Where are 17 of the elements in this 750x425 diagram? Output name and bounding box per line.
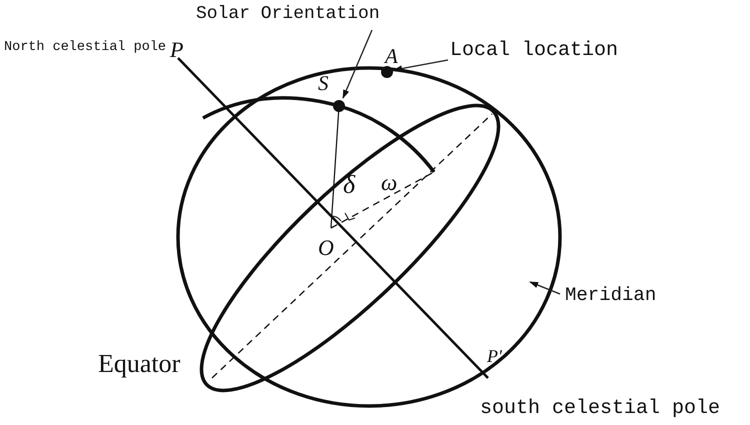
point-label: S — [318, 72, 328, 96]
annotation-text: North celestial pole — [4, 41, 166, 56]
point-label: P' — [487, 347, 502, 367]
callout-text: Solar Orientation — [196, 5, 380, 25]
point-label: P — [170, 38, 184, 62]
point-marker — [333, 100, 345, 112]
leader-arrow — [342, 30, 373, 99]
point-label: ω — [381, 170, 398, 196]
leader-arrow — [529, 281, 560, 295]
point-marker — [381, 66, 393, 78]
point-label: δ — [343, 171, 356, 200]
callout-text: Meridian — [565, 285, 656, 306]
annotation-text: Equator — [98, 350, 180, 379]
callout-text: Local location — [450, 40, 618, 62]
point-label: O — [318, 236, 334, 260]
annotation-text: south celestial pole — [480, 398, 720, 420]
point-label: A — [385, 45, 398, 68]
